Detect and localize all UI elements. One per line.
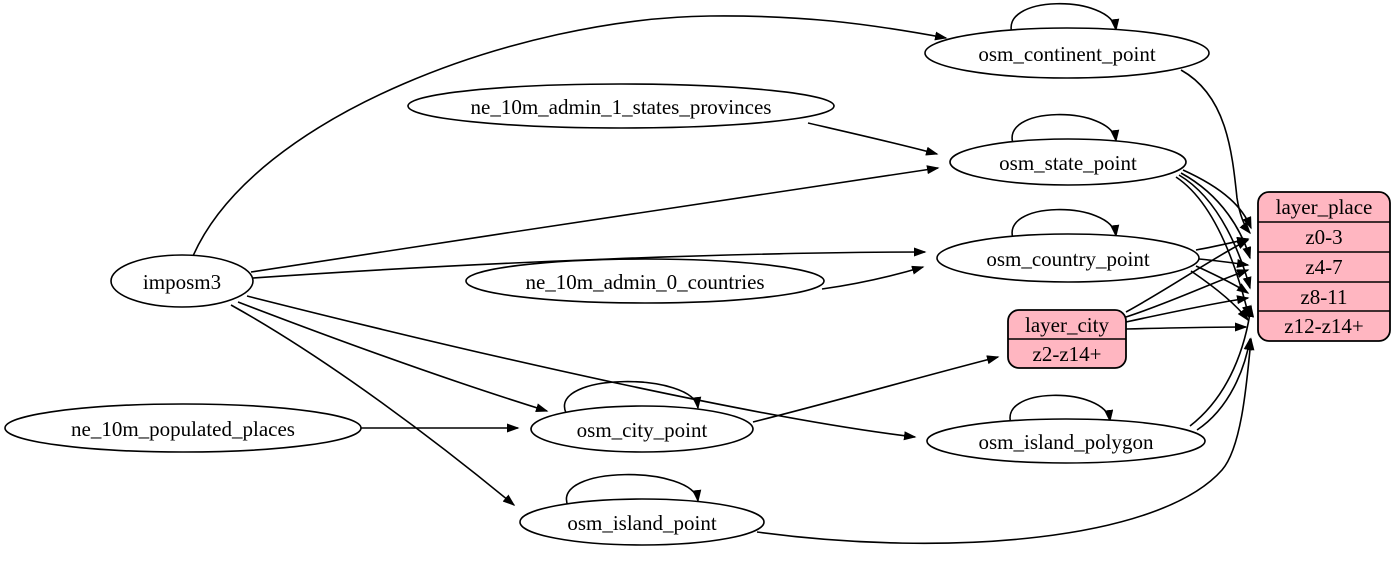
- record-layer_city-title: layer_city: [1025, 313, 1109, 337]
- edge-imposm3-osm_island_point: [230, 304, 516, 506]
- node-imposm3: imposm3: [110, 254, 254, 308]
- node-osm_city_point: osm_city_point: [530, 405, 754, 453]
- node-ne_10m_admin_0_countries-shape: [465, 258, 825, 304]
- edge-imposm3-osm_city_point: [237, 301, 549, 413]
- node-ne_10m_populated_places-label: ne_10m_populated_places: [71, 417, 295, 441]
- node-osm_island_point-label: osm_island_point: [567, 511, 717, 535]
- node-osm_continent_point-label: osm_continent_point: [978, 42, 1155, 66]
- node-ne_10m_admin_0_countries-label: ne_10m_admin_0_countries: [525, 270, 764, 294]
- record-layer_place-row-z8-11: z8-11: [1300, 285, 1347, 309]
- node-osm_state_point: osm_state_point: [949, 138, 1187, 186]
- edge-osm_state_point-layer_place-z0-3: [1182, 169, 1252, 230]
- edge-self-osm_continent_point: [1010, 2, 1120, 37]
- node-imposm3-shape: [110, 254, 254, 308]
- node-osm_continent_point-shape: [924, 27, 1210, 79]
- node-ne_10m_populated_places-shape: [4, 403, 362, 453]
- node-osm_island_point-shape: [519, 498, 765, 546]
- edge-layer_city-layer_place-z0-3: [1125, 239, 1250, 313]
- node-ne_10m_admin_0_countries: ne_10m_admin_0_countries: [465, 258, 825, 304]
- edge-osm_state_point-layer_place-z4-7: [1180, 172, 1252, 260]
- record-layer_city: layer_city z2-z14+: [1007, 309, 1127, 369]
- record-layer_place-row-z12-z14: z12-z14+: [1284, 314, 1363, 338]
- node-osm_country_point-shape: [936, 233, 1200, 283]
- edge-osm_country_point-layer_place-z4-7: [1198, 258, 1250, 268]
- node-osm_state_point-shape: [949, 138, 1187, 186]
- node-osm_island_point: osm_island_point: [519, 498, 765, 546]
- node-osm_state_point-label: osm_state_point: [999, 151, 1137, 175]
- record-layer_place-row-z4-7: z4-7: [1305, 255, 1342, 279]
- node-osm_continent_point: osm_continent_point: [924, 27, 1210, 79]
- node-osm_island_polygon: osm_island_polygon: [926, 418, 1206, 464]
- edge-self-osm_island_point: [565, 473, 702, 507]
- node-osm_city_point-shape: [530, 405, 754, 453]
- edge-layer_city-layer_place-z12-z14: [1125, 322, 1248, 332]
- node-ne_10m_admin_1_states_provinces: ne_10m_admin_1_states_provinces: [407, 83, 835, 129]
- record-layer_place: layer_place z0-3 z4-7 z8-11 z12-z14+: [1257, 191, 1391, 342]
- record-layer_city-row-z2-z14: z2-z14+: [1033, 342, 1102, 366]
- edge-self-osm_country_point: [1011, 208, 1120, 242]
- record-layer_place-row-z0-3: z0-3: [1305, 225, 1342, 249]
- node-imposm3-label: imposm3: [143, 270, 221, 294]
- edge-imposm3-osm_continent_point: [192, 15, 948, 257]
- edge-osm_country_point-layer_place-z12-z14: [1190, 270, 1249, 322]
- record-layer_place-title: layer_place: [1276, 195, 1373, 219]
- edge-self-osm_city_point: [563, 380, 702, 414]
- node-osm_country_point-label: osm_country_point: [986, 247, 1149, 271]
- edge-ne_10m_admin_1_states_provinces-osm_state_point: [807, 122, 939, 156]
- node-osm_island_polygon-shape: [926, 418, 1206, 464]
- node-ne_10m_admin_1_states_provinces-shape: [407, 83, 835, 129]
- edge-imposm3-osm_island_polygon: [246, 295, 917, 441]
- edge-osm_island_point-layer_place-z12-z14: [756, 337, 1255, 545]
- edge-layer_city-layer_place-z8-11: [1125, 295, 1250, 323]
- node-osm_city_point-label: osm_city_point: [577, 418, 708, 442]
- edge-self-osm_island_polygon: [1009, 394, 1114, 427]
- edge-osm_city_point-layer_city-z2-z14: [752, 355, 1000, 423]
- edge-layer_city-layer_place-z4-7: [1125, 269, 1250, 318]
- node-osm_country_point: osm_country_point: [936, 233, 1200, 283]
- node-osm_island_polygon-label: osm_island_polygon: [978, 430, 1154, 454]
- edge-imposm3-osm_state_point: [250, 165, 940, 273]
- record-layer_place-shape: [1257, 191, 1391, 342]
- edge-self-osm_state_point: [1011, 113, 1120, 147]
- edges: [192, 2, 1255, 545]
- edge-osm_country_point-layer_place-z8-11: [1195, 265, 1250, 294]
- node-ne_10m_populated_places: ne_10m_populated_places: [4, 403, 362, 453]
- edge-ne_10m_admin_0_countries-osm_country_point: [821, 265, 925, 290]
- edge-osm_island_polygon-layer_place-z8-11: [1189, 304, 1255, 427]
- node-ne_10m_admin_1_states_provinces-label: ne_10m_admin_1_states_provinces: [471, 95, 772, 119]
